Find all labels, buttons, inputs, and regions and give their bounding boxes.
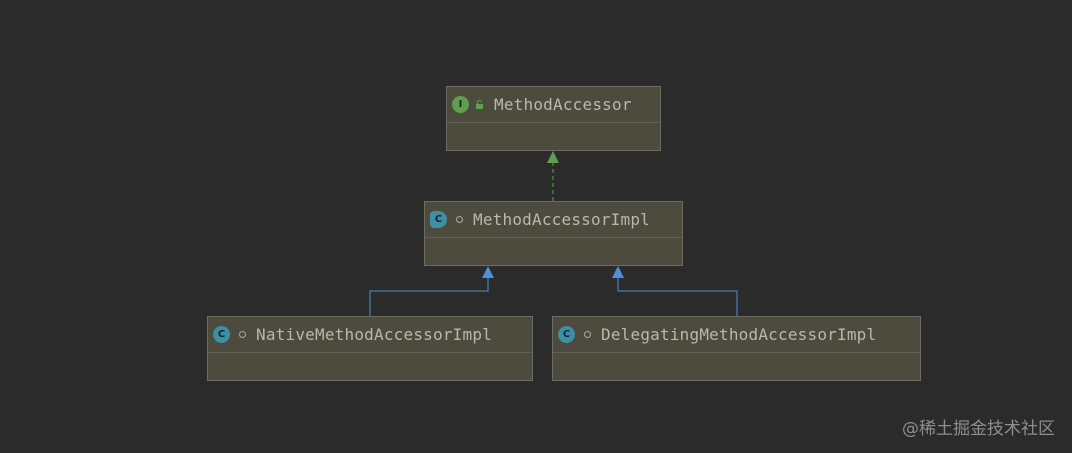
node-method-accessor[interactable]: I MethodAccessor	[446, 86, 661, 151]
watermark: @稀土掘金技术社区	[902, 419, 1055, 439]
node-header: I MethodAccessor	[447, 87, 660, 123]
class-name: MethodAccessor	[494, 95, 632, 114]
extends-arrowhead-right	[612, 266, 624, 278]
edge-extends-delegating-to-methodaccessorimpl	[612, 266, 738, 316]
edge-implements-methodaccessorimpl-to-methodaccessor	[547, 151, 559, 201]
implements-arrowhead	[547, 151, 559, 163]
node-header: C MethodAccessorImpl	[425, 202, 682, 238]
package-private-icon	[239, 331, 246, 338]
public-lock-icon	[475, 100, 484, 109]
interface-icon: I	[452, 96, 469, 113]
class-icon: C	[558, 326, 575, 343]
class-name: NativeMethodAccessorImpl	[256, 325, 492, 344]
package-private-icon	[456, 216, 463, 223]
package-private-icon	[584, 331, 591, 338]
edge-extends-native-to-methodaccessorimpl	[369, 266, 494, 316]
node-delegating-method-accessor-impl[interactable]: C DelegatingMethodAccessorImpl	[552, 316, 921, 381]
class-icon: C	[213, 326, 230, 343]
class-name: MethodAccessorImpl	[473, 210, 650, 229]
node-header: C DelegatingMethodAccessorImpl	[553, 317, 920, 353]
node-method-accessor-impl[interactable]: C MethodAccessorImpl	[424, 201, 683, 266]
extends-arrowhead-left	[482, 266, 494, 278]
node-native-method-accessor-impl[interactable]: C NativeMethodAccessorImpl	[207, 316, 533, 381]
class-name: DelegatingMethodAccessorImpl	[601, 325, 877, 344]
abstract-class-icon: C	[430, 211, 447, 228]
node-header: C NativeMethodAccessorImpl	[208, 317, 532, 353]
